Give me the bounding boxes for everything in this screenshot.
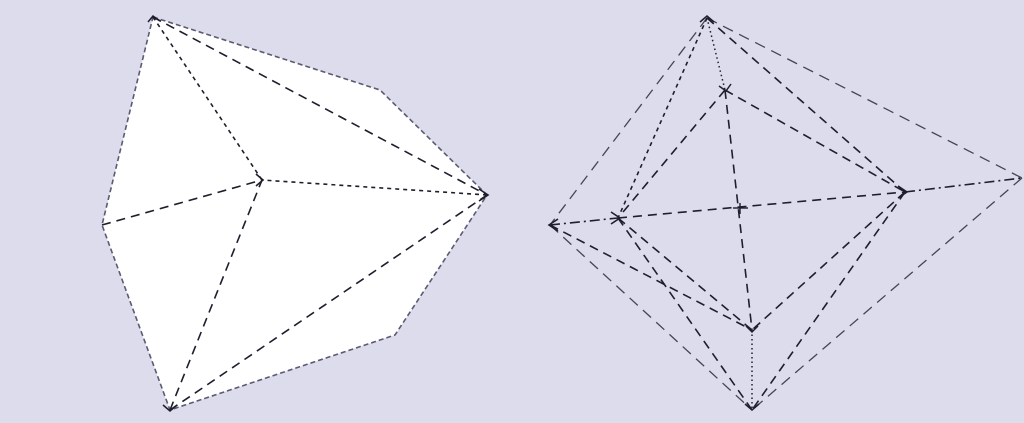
right-edge-inner-top-inner-right <box>724 89 906 193</box>
left-edge-top-interior <box>152 16 263 181</box>
right-vertex-left-arrow <box>547 218 559 232</box>
right-edge-left-inner-bottom <box>549 224 753 331</box>
left-polygon-fill <box>102 17 487 410</box>
right-edge-top-inner-right <box>706 17 906 193</box>
right-edge-top-far-right <box>706 17 1023 179</box>
right-vertex-inner-bottom-arrow <box>745 325 759 334</box>
right-edge-inner-left-inner-bottom <box>617 217 753 331</box>
right-edge-inner-right-inner-bottom <box>751 191 906 331</box>
left-vertex-top-arrow <box>147 14 161 23</box>
left-edge-top-right <box>152 16 488 196</box>
right-wireframe-solid <box>547 15 1023 411</box>
right-vertex-inner-left-arrow <box>610 211 622 225</box>
right-edge-inner-left-bottom <box>617 217 753 411</box>
right-vertex-inner-right-arrow <box>897 185 909 199</box>
right-edge-inner-top-inner-bottom <box>724 89 753 331</box>
right-vertex-inner-top-arrow <box>718 83 732 93</box>
left-vertex-bottom-arrow <box>162 404 178 412</box>
right-edge-top-inner-left <box>617 17 708 219</box>
right-edge-left-bottom <box>549 224 753 411</box>
left-edge-bottom-right <box>169 194 488 411</box>
right-edge-far-right-bottom <box>751 177 1023 411</box>
right-vertex-top-arrow <box>699 15 715 23</box>
left-vertex-right-arrow <box>478 188 490 202</box>
right-edge-top-left <box>549 17 708 226</box>
right-edge-inner-left-inner-right <box>617 191 906 219</box>
right-edge-left-inner-left <box>549 217 619 226</box>
left-edge-right-interior <box>261 179 488 196</box>
left-vertex-interior-arrow <box>255 173 265 187</box>
right-edge-inner-right-bottom <box>751 191 906 411</box>
right-vertex-bottom-arrow <box>744 403 760 411</box>
left-polygon-boundary <box>101 16 489 412</box>
left-edge-bottom-interior <box>169 179 263 411</box>
right-edge-inner-top-inner-left <box>617 89 726 219</box>
left-triangulated-polygon <box>101 14 490 412</box>
right-edge-inner-right-far-right <box>904 177 1023 193</box>
left-edge-left-interior <box>101 179 263 226</box>
right-edge-top-inner-top <box>706 17 726 91</box>
